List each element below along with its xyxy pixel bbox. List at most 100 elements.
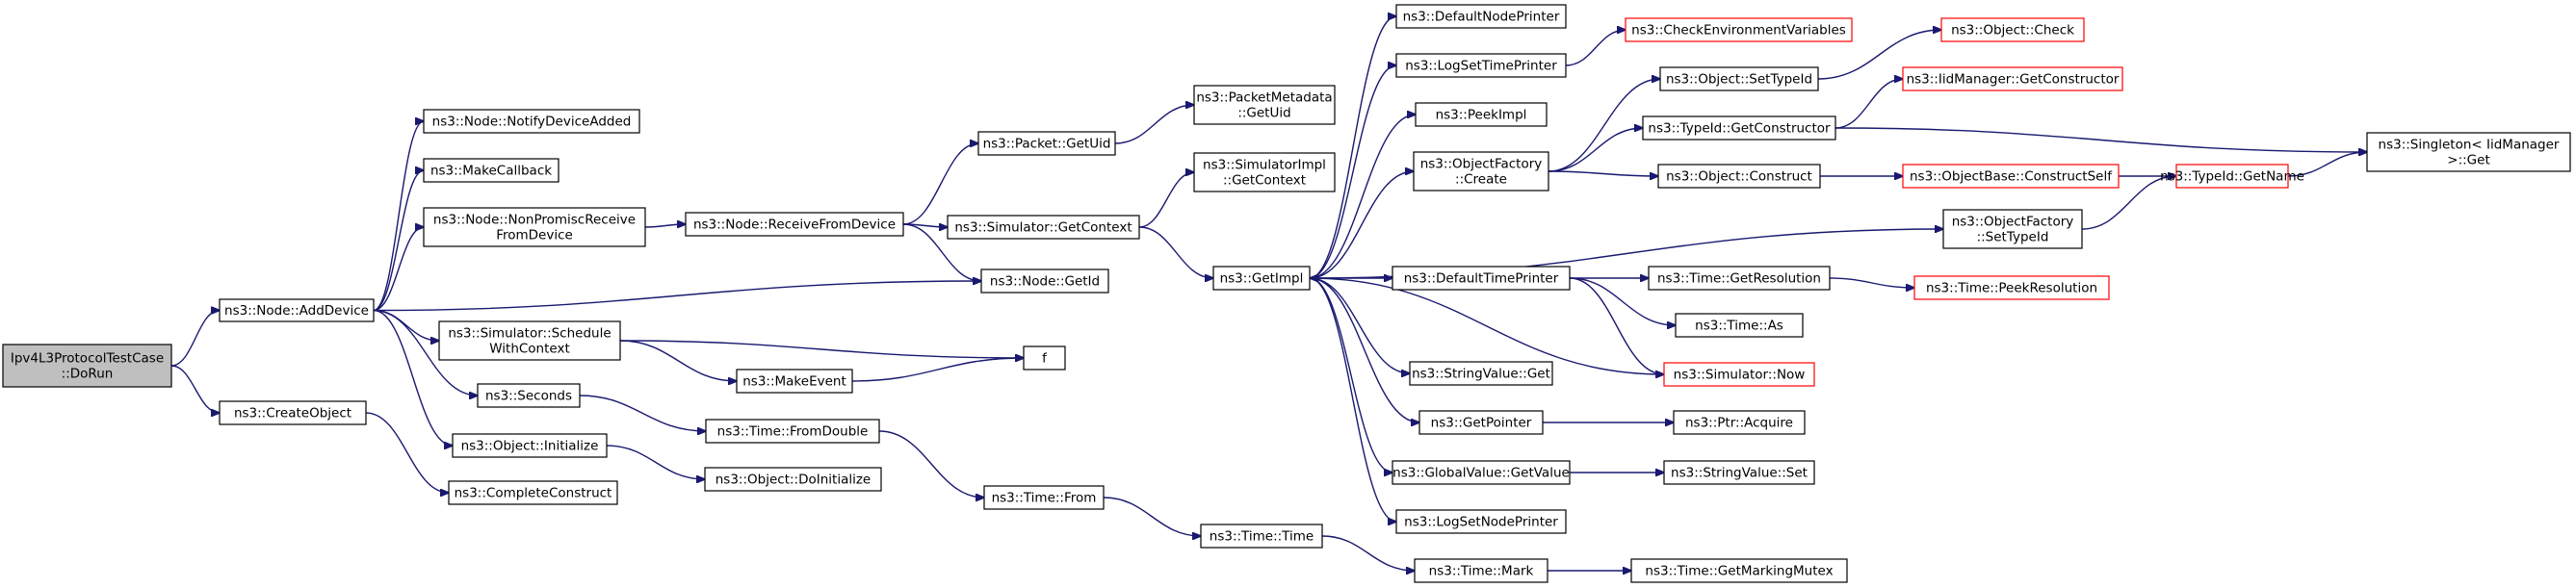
graph-node[interactable]: ns3::MakeCallback: [423, 158, 559, 183]
graph-node[interactable]: ns3::LogSetNodePrinter: [1395, 509, 1567, 534]
node-box[interactable]: [685, 212, 904, 237]
node-box[interactable]: [1648, 266, 1831, 291]
graph-node[interactable]: ns3::Object::Check: [1940, 17, 2085, 42]
graph-node[interactable]: ns3::Object::DoInitialize: [704, 467, 882, 492]
graph-node[interactable]: ns3::Node::GetId: [980, 268, 1109, 294]
node-box[interactable]: [1913, 275, 2110, 300]
node-box[interactable]: [1193, 85, 1336, 125]
graph-node[interactable]: ns3::CheckEnvironmentVariables: [1625, 17, 1853, 42]
node-box[interactable]: [1395, 509, 1567, 534]
node-box[interactable]: [1409, 361, 1553, 386]
node-box[interactable]: [1675, 313, 1804, 338]
graph-node[interactable]: ns3::Packet::GetUid: [977, 131, 1116, 156]
graph-node[interactable]: ns3::Seconds: [477, 383, 581, 408]
graph-node[interactable]: ns3::ObjectFactory::Create: [1413, 151, 1549, 192]
node-box[interactable]: [1642, 115, 1836, 141]
node-box[interactable]: [704, 467, 882, 492]
node-box[interactable]: [2, 344, 172, 388]
node-box[interactable]: [1663, 362, 1815, 387]
graph-node[interactable]: ns3::Simulator::GetContext: [947, 215, 1140, 240]
graph-node[interactable]: ns3::GetPointer: [1418, 410, 1544, 435]
node-box[interactable]: [1200, 524, 1323, 549]
graph-node[interactable]: ns3::GlobalValue::GetValue: [1392, 460, 1571, 485]
graph-node[interactable]: f: [1023, 345, 1066, 371]
node-box[interactable]: [448, 480, 618, 505]
node-box[interactable]: [452, 433, 608, 458]
graph-node[interactable]: ns3::DefaultNodePrinter: [1395, 4, 1567, 29]
node-box[interactable]: [1940, 17, 2085, 42]
graph-node[interactable]: ns3::Object::SetTypeId: [1659, 66, 1819, 91]
graph-node[interactable]: ns3::TypeId::GetName: [2160, 164, 2304, 189]
graph-node[interactable]: ns3::PeekImpl: [1415, 102, 1548, 127]
node-box[interactable]: [1023, 345, 1066, 371]
node-box[interactable]: [219, 400, 367, 425]
node-box[interactable]: [1673, 410, 1806, 435]
graph-node[interactable]: ns3::Time::PeekResolution: [1913, 275, 2110, 300]
graph-node[interactable]: ns3::Time::As: [1675, 313, 1804, 338]
node-box[interactable]: [983, 485, 1105, 510]
node-box[interactable]: [977, 131, 1116, 156]
graph-node[interactable]: ns3::GetImpl: [1212, 266, 1311, 291]
node-box[interactable]: [1392, 266, 1571, 291]
node-box[interactable]: [423, 109, 640, 134]
graph-node[interactable]: ns3::PacketMetadata::GetUid: [1193, 85, 1336, 125]
node-box[interactable]: [1395, 4, 1567, 29]
node-box[interactable]: [947, 215, 1140, 240]
node-box[interactable]: [1902, 164, 2120, 189]
graph-node[interactable]: ns3::Time::FromDouble: [705, 419, 880, 444]
graph-node[interactable]: ns3::SimulatorImpl::GetContext: [1193, 152, 1336, 192]
node-box[interactable]: [423, 207, 646, 247]
node-box[interactable]: [1212, 266, 1311, 291]
graph-node[interactable]: ns3::Simulator::Now: [1663, 362, 1815, 387]
graph-node[interactable]: ns3::Time::GetMarkingMutex: [1630, 558, 1848, 583]
node-box[interactable]: [2175, 164, 2289, 189]
node-box[interactable]: [219, 298, 375, 322]
node-box[interactable]: [705, 419, 880, 444]
graph-node[interactable]: ns3::Time::From: [983, 485, 1105, 510]
graph-node[interactable]: ns3::Object::Construct: [1657, 164, 1821, 189]
graph-node[interactable]: ns3::Singleton< IidManager>::Get: [2366, 132, 2571, 172]
node-box[interactable]: [1942, 209, 2083, 249]
graph-node[interactable]: ns3::Object::Initialize: [452, 433, 608, 458]
node-box[interactable]: [438, 320, 621, 361]
graph-node[interactable]: ns3::Time::Time: [1200, 524, 1323, 549]
graph-node[interactable]: ns3::CreateObject: [219, 400, 367, 425]
node-box[interactable]: [1659, 66, 1819, 91]
graph-node[interactable]: ns3::Node::ReceiveFromDevice: [685, 212, 904, 237]
graph-node[interactable]: ns3::IidManager::GetConstructor: [1902, 66, 2123, 91]
node-box[interactable]: [1418, 410, 1544, 435]
node-box[interactable]: [1395, 53, 1567, 78]
graph-node[interactable]: ns3::Time::Mark: [1414, 558, 1548, 583]
node-box[interactable]: [1413, 151, 1549, 192]
graph-node[interactable]: ns3::Node::NotifyDeviceAdded: [423, 109, 640, 134]
node-box[interactable]: [423, 158, 559, 183]
node-box[interactable]: [1630, 558, 1848, 583]
graph-node[interactable]: ns3::TypeId::GetConstructor: [1642, 115, 1836, 141]
graph-node[interactable]: ns3::Ptr::Acquire: [1673, 410, 1806, 435]
node-box[interactable]: [477, 383, 581, 408]
graph-node[interactable]: ns3::LogSetTimePrinter: [1395, 53, 1567, 78]
node-box[interactable]: [980, 268, 1109, 294]
node-box[interactable]: [1657, 164, 1821, 189]
node-box[interactable]: [1193, 152, 1336, 192]
node-box[interactable]: [1663, 460, 1815, 485]
node-box[interactable]: [1392, 460, 1571, 485]
node-box[interactable]: [2366, 132, 2571, 172]
graph-node[interactable]: ns3::StringValue::Set: [1663, 460, 1815, 485]
node-box[interactable]: [1414, 558, 1548, 583]
graph-node[interactable]: Ipv4L3ProtocolTestCase::DoRun: [2, 344, 172, 388]
node-box[interactable]: [736, 369, 853, 394]
graph-node[interactable]: ns3::StringValue::Get: [1409, 361, 1553, 386]
node-box[interactable]: [1625, 17, 1853, 42]
graph-node[interactable]: ns3::Node::AddDevice: [219, 298, 375, 322]
graph-node[interactable]: ns3::Time::GetResolution: [1648, 266, 1831, 291]
graph-node[interactable]: ns3::CompleteConstruct: [448, 480, 618, 505]
graph-node[interactable]: ns3::ObjectBase::ConstructSelf: [1902, 164, 2120, 189]
graph-node[interactable]: ns3::ObjectFactory::SetTypeId: [1942, 209, 2083, 249]
graph-node[interactable]: ns3::DefaultTimePrinter: [1392, 266, 1571, 291]
graph-node[interactable]: ns3::MakeEvent: [736, 369, 853, 394]
node-box[interactable]: [1415, 102, 1548, 127]
node-box[interactable]: [1902, 66, 2123, 91]
